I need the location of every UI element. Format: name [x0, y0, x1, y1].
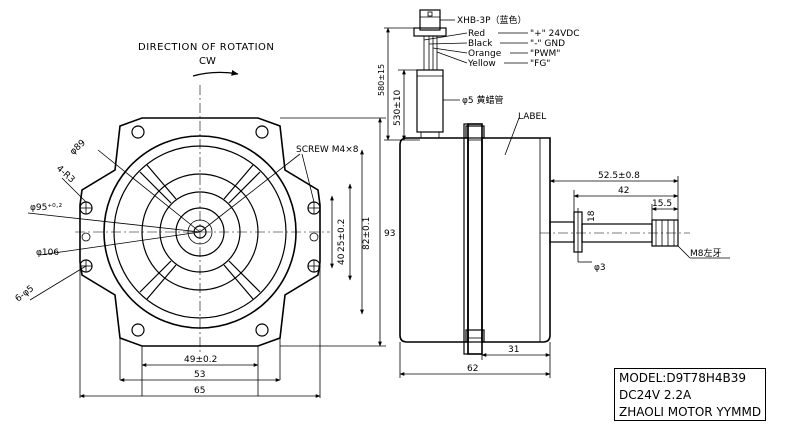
dim-d62: 62	[467, 364, 478, 374]
wire-yellow-color: Yellow	[467, 59, 496, 69]
wire-orange-color: Orange	[468, 49, 502, 59]
dim-d15: 15.5	[652, 199, 672, 209]
dim-holes: 6-φ5	[14, 284, 36, 305]
nameplate: MODEL:D9T78H4B39 DC24V 2.2A ZHAOLI MOTOR…	[614, 368, 766, 421]
dim-d18: 18	[587, 210, 597, 222]
nameplate-rating: DC24V 2.2A	[619, 388, 692, 402]
nameplate-maker: ZHAOLI MOTOR YYMMD	[619, 405, 762, 419]
dim-d25: 25±0.2	[337, 219, 347, 252]
connector-name: XHB-3P（蓝色）	[457, 14, 527, 26]
label-note: LABEL	[518, 112, 546, 122]
rotation-title: DIRECTION OF ROTATION	[138, 42, 274, 53]
wire-black-signal: "-" GND	[530, 39, 565, 49]
wire-black-color: Black	[468, 39, 493, 49]
wire-red-signal: "+" 24VDC	[530, 29, 580, 39]
dim-d65: 65	[194, 386, 205, 396]
dim-d89: φ89	[68, 138, 88, 157]
dim-r3: 4-R3	[54, 164, 76, 185]
dim-d82: 82±0.1	[362, 217, 372, 250]
wire-red-color: Red	[468, 29, 485, 39]
dim-thread: M8左牙	[690, 247, 722, 259]
nameplate-model: MODEL:D9T78H4B39	[619, 371, 746, 385]
dim-d106: φ106	[36, 248, 59, 258]
dim-lead: 530±10	[393, 90, 403, 126]
dim-d3: φ3	[594, 263, 606, 273]
sleeve-note: φ5 黄蜡管	[462, 94, 504, 106]
dim-lead-total: 580±15	[377, 64, 386, 96]
dim-d95: φ95⁺⁰·²	[30, 203, 63, 213]
dim-d93: 93	[384, 229, 395, 239]
dim-d42: 42	[618, 186, 629, 196]
dim-d40: 40	[337, 253, 347, 265]
dim-d52: 52.5±0.8	[598, 171, 640, 181]
wire-orange-signal: "PWM"	[530, 49, 560, 59]
rotation-arrow	[192, 70, 239, 77]
dim-d53: 53	[194, 370, 205, 380]
dim-d49: 49±0.2	[184, 355, 217, 365]
dim-screw: SCREW M4×8	[296, 145, 359, 155]
side-view	[384, 9, 730, 378]
wire-yellow-signal: "FG"	[530, 59, 550, 69]
rotation-sense: CW	[199, 56, 216, 67]
front-view	[27, 85, 386, 398]
dim-d31: 31	[508, 345, 519, 355]
